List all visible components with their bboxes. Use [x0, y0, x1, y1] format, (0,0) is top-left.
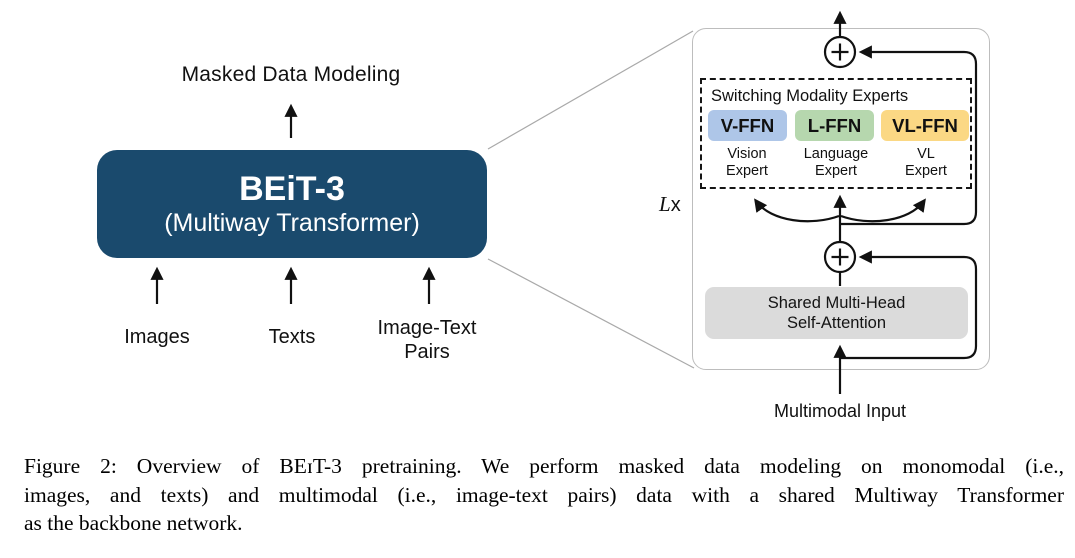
shared-attention-line2: Self-Attention	[786, 314, 887, 332]
vl-ffn-label: VL-FFN	[892, 114, 958, 136]
input-label-texts: Texts	[268, 326, 316, 348]
vision-expert-label: Vision Expert	[726, 146, 768, 179]
vl-expert-label: VL Expert	[905, 146, 947, 179]
model-subtitle: (Multiway Transformer)	[164, 209, 420, 237]
switching-experts-title: Switching Modality Experts	[711, 87, 909, 105]
objective-label: Masked Data Modeling	[181, 63, 401, 86]
caption-line-2: images, and texts) and multimodal (i.e.,…	[24, 482, 1064, 507]
model-title: BEiT-3	[239, 170, 345, 208]
layer-repeat-label: Lx	[659, 192, 681, 217]
layer-count-symbol: L	[659, 192, 671, 216]
shared-attention-box: Shared Multi-Head Self-Attention	[705, 287, 968, 339]
multimodal-input-label: Multimodal Input	[773, 401, 907, 421]
l-ffn-label: L-FFN	[807, 114, 862, 136]
figure-caption: Figure 2: Overview of BEɪT-3 pretraining…	[24, 452, 1064, 538]
input-label-images: Images	[124, 326, 190, 348]
layer-times-symbol: x	[670, 194, 681, 216]
caption-line-1: Figure 2: Overview of BEɪT-3 pretraining…	[24, 454, 1064, 478]
input-label-image-text-pairs: Image-Text Pairs	[377, 317, 477, 363]
caption-line-3: as the backbone network.	[24, 511, 243, 536]
vl-ffn-chip: VL-FFN	[881, 110, 969, 141]
l-ffn-chip: L-FFN	[795, 110, 874, 141]
v-ffn-chip: V-FFN	[708, 110, 787, 141]
v-ffn-label: V-FFN	[720, 114, 775, 136]
language-expert-label: Language Expert	[803, 146, 869, 179]
beit3-model-box: BEiT-3 (Multiway Transformer)	[97, 150, 487, 258]
shared-attention-line1: Shared Multi-Head	[767, 293, 906, 312]
